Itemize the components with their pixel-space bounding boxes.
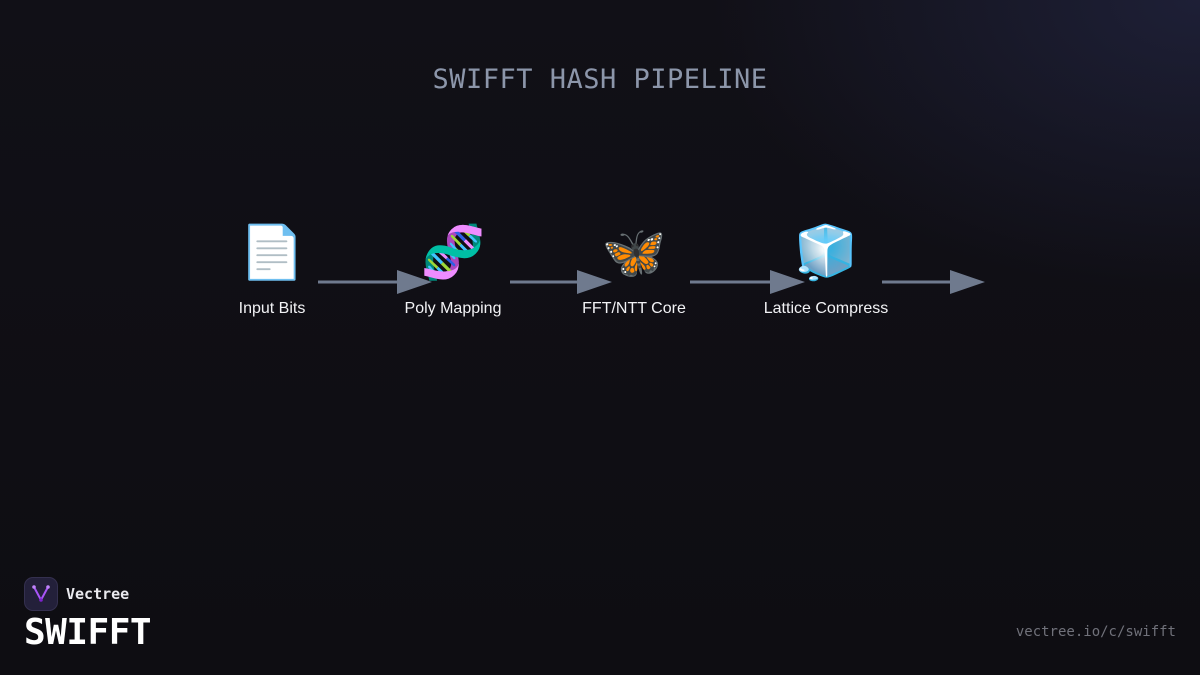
page-url[interactable]: vectree.io/c/swifft [1015, 624, 1176, 640]
node-lattice-compress: 🧊 Lattice Compress [736, 222, 916, 318]
butterfly-icon: 🦋 [601, 224, 667, 282]
arrow-lattice-out [882, 270, 985, 294]
brand-name: Vectree [66, 585, 130, 603]
node-poly-mapping: 🧬 Poly Mapping [363, 222, 543, 318]
node-label: Input Bits [238, 300, 306, 317]
node-label: FFT/NTT Core [582, 300, 686, 317]
node-input-bits: 📄 Input Bits [182, 222, 362, 318]
arrow-fft-to-lattice [690, 270, 805, 294]
arrow-input-to-poly [318, 270, 432, 294]
product-name: SWIFFT [24, 612, 152, 653]
vectree-logo-icon [24, 577, 58, 611]
dna-icon: 🧬 [420, 224, 486, 282]
arrow-poly-to-fft [510, 270, 612, 294]
node-label: Poly Mapping [404, 300, 502, 317]
document-icon: 📄 [239, 224, 305, 282]
brand: Vectree [24, 577, 129, 611]
diagram-title: SWIFFT HASH PIPELINE [432, 64, 768, 95]
node-fft-ntt-core: 🦋 FFT/NTT Core [544, 222, 724, 318]
node-label: Lattice Compress [763, 300, 889, 317]
ice-cube-icon: 🧊 [793, 224, 859, 282]
